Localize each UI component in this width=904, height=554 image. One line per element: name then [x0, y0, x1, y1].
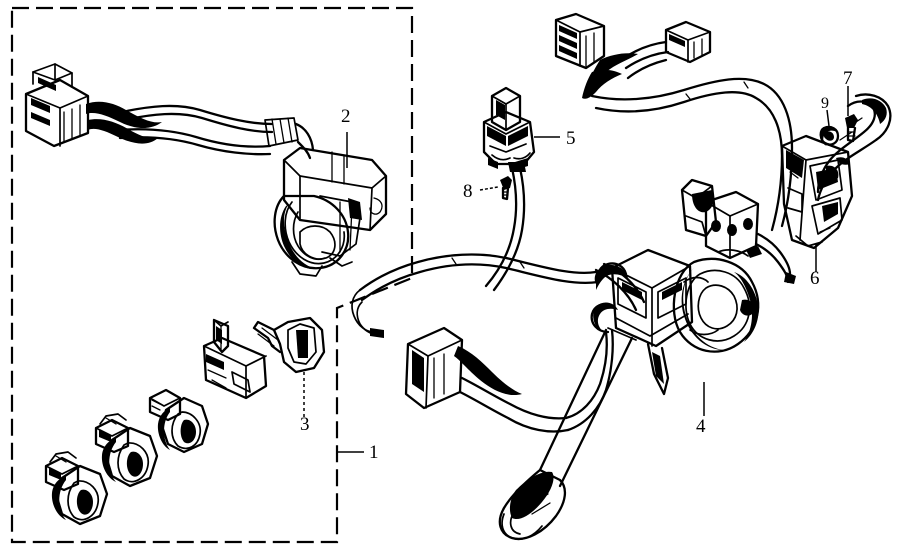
combination-switch-assembly: 4: [351, 178, 796, 541]
washer: 9: [819, 95, 840, 146]
switch-mounting-screw: 7: [843, 68, 858, 143]
lock-set-group-box: [10, 6, 414, 544]
callout-label-5: 5: [566, 128, 576, 149]
callout-label-4: 4: [696, 416, 706, 437]
callout-label-9: 9: [821, 95, 829, 112]
upper-connector-harness: [554, 12, 794, 312]
tapping-screw: 8: [463, 176, 512, 202]
callout-label-7: 7: [843, 68, 853, 89]
ignition-switch-with-harness: 2: [24, 63, 388, 277]
callout-label-8: 8: [463, 181, 473, 202]
callout-label-3: 3: [300, 414, 310, 435]
callout-label-6: 6: [810, 268, 820, 289]
ignition-keys: 3: [202, 316, 326, 435]
callout-label-1: 1: [369, 442, 379, 463]
wiper-washer-switch: 7 9 6: [780, 68, 892, 289]
callout-label-2: 2: [341, 106, 351, 127]
hazard-warning-switch: 5: [482, 86, 576, 292]
lock-cylinder-set: 1: [44, 388, 379, 526]
